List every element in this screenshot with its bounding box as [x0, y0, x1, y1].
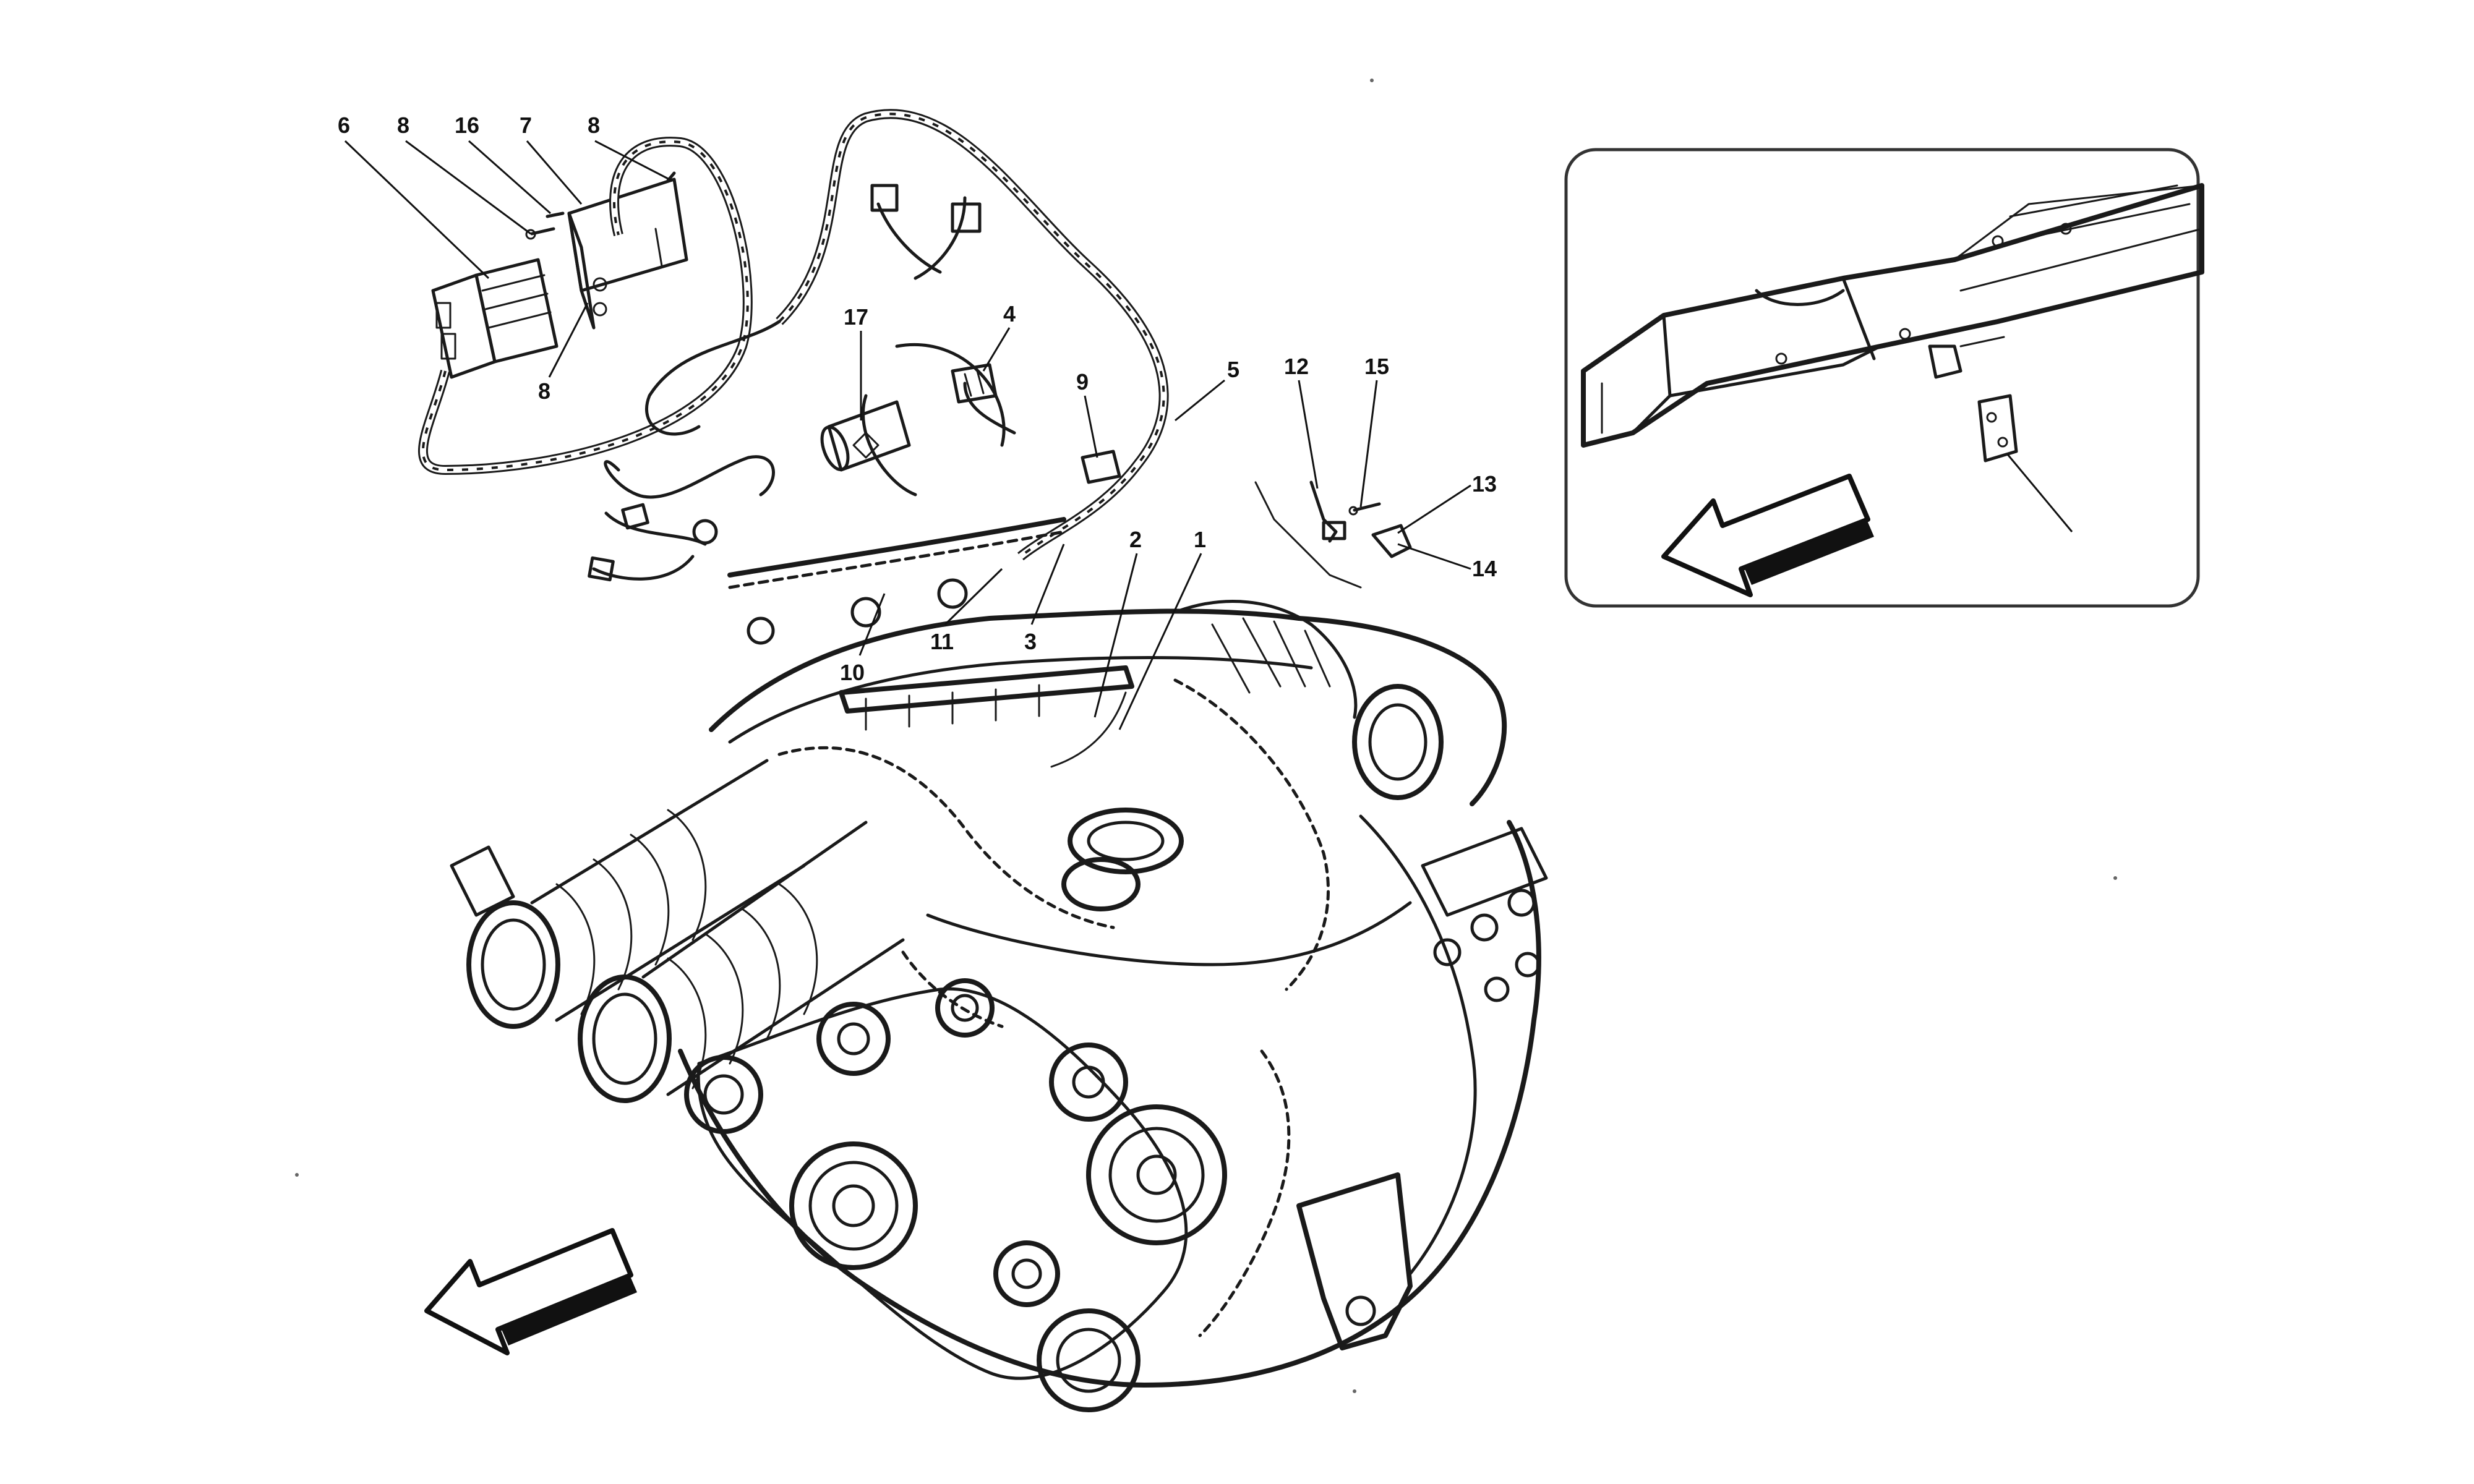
chassis-rail [1581, 183, 2204, 448]
main-wiring-harness [645, 109, 1169, 561]
callout-6: 6 [338, 113, 350, 138]
callout-17: 17 [844, 304, 868, 330]
leader-lines [344, 140, 1471, 730]
ecu-bracket [567, 177, 688, 330]
callout-8: 8 [397, 113, 409, 138]
callout-12: 12 [1284, 354, 1309, 379]
screws [525, 171, 676, 240]
callout-13: 13 [1472, 471, 1497, 497]
callout-7: 7 [520, 113, 532, 138]
harness-branches [588, 343, 1066, 645]
control-unit [431, 258, 559, 379]
small-hardware [1254, 480, 1412, 589]
direction-arrow-icon [424, 1228, 637, 1355]
callout-8: 8 [538, 378, 550, 404]
inset-detail-panel [1564, 148, 2204, 608]
inset-direction-arrow-icon [1661, 474, 1874, 597]
mounting-bracket [1977, 394, 2018, 463]
callout-3: 3 [1024, 629, 1037, 654]
callout-16: 16 [455, 113, 479, 138]
speck [1370, 79, 1374, 82]
callout-9: 9 [1076, 369, 1089, 394]
callout-1: 1 [1194, 527, 1206, 552]
speck [2113, 876, 2117, 880]
ecu-harness [417, 137, 753, 475]
sensor-connector [951, 363, 998, 404]
callout-8: 8 [588, 113, 600, 138]
callout-2: 2 [1129, 527, 1142, 552]
callout-5: 5 [1227, 357, 1239, 382]
callout-15: 15 [1364, 354, 1389, 379]
cylinder-component [820, 400, 911, 472]
callout-labels: 6 8 16 7 8 8 17 4 9 5 12 15 13 14 2 1 3 … [338, 113, 2105, 685]
speck [1353, 1389, 1356, 1393]
intake-trumpets [450, 759, 905, 1103]
speck [295, 1173, 299, 1177]
callout-11: 11 [930, 629, 954, 654]
pulleys [684, 978, 1227, 1412]
callout-10: 10 [840, 660, 865, 685]
engine-assembly [450, 600, 1548, 1412]
connector-9 [1081, 450, 1121, 484]
callout-14: 14 [1472, 556, 1497, 581]
callout-4: 4 [1003, 301, 1016, 326]
